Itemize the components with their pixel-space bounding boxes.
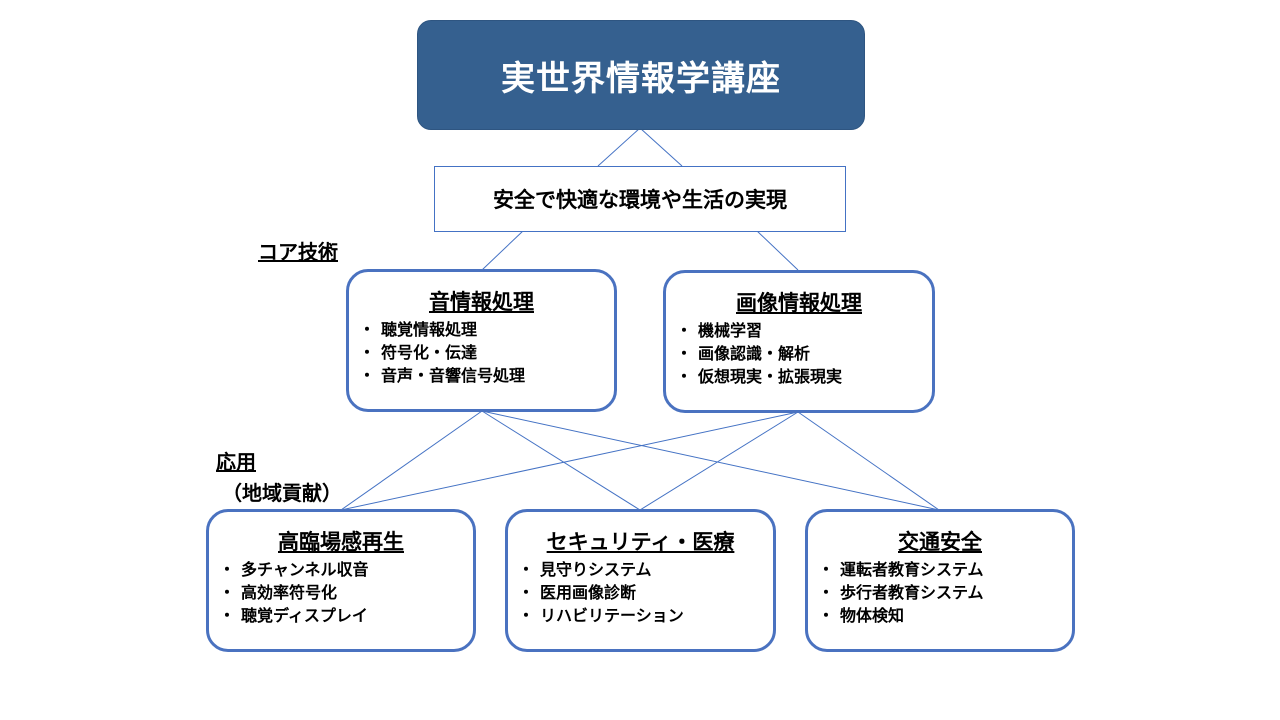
list-item: 音声・音響信号処理 [359,364,614,387]
list-item: 聴覚情報処理 [359,318,614,341]
core-box-title: 音情報処理 [429,290,534,314]
connector-sound-security [481,410,641,511]
core-box-image-processing: 画像情報処理 機械学習 画像認識・解析 仮想現実・拡張現実 [663,270,935,413]
connector-root-goal-right [639,127,683,167]
list-item: 聴覚ディスプレイ [219,604,473,627]
list-item: 医用画像診断 [518,581,773,604]
app-box-items: 見守りシステム 医用画像診断 リハビリテーション [508,558,773,627]
list-item: 多チャンネル収音 [219,558,473,581]
application-sub-label: （地域貢献） [222,481,342,505]
app-box-items: 多チャンネル収音 高効率符号化 聴覚ディスプレイ [209,558,473,627]
core-box-sound-processing: 音情報処理 聴覚情報処理 符号化・伝達 音声・音響信号処理 [346,269,617,412]
connector-sound-traffic [481,410,940,511]
connector-image-traffic [797,411,940,511]
list-item: リハビリテーション [518,604,773,627]
list-item: 仮想現実・拡張現実 [676,365,932,388]
application-label: 応用 [216,450,256,474]
app-box-title: 交通安全 [898,530,982,554]
core-box-items: 聴覚情報処理 符号化・伝達 音声・音響信号処理 [349,318,614,387]
list-item: 歩行者教育システム [818,581,1072,604]
list-item: 画像認識・解析 [676,342,932,365]
lab-title: 実世界情報学講座 [501,58,781,99]
list-item: 物体検知 [818,604,1072,627]
connector-root-goal-left [597,127,641,167]
connector-image-security [639,411,799,511]
connector-goal-sound [481,229,525,271]
core-technology-label: コア技術 [258,240,338,264]
app-box-realistic-reproduction: 高臨場感再生 多チャンネル収音 高効率符号化 聴覚ディスプレイ [206,509,476,652]
core-box-items: 機械学習 画像認識・解析 仮想現実・拡張現実 [666,319,932,388]
app-box-items: 運転者教育システム 歩行者教育システム 物体検知 [808,558,1072,627]
goal-box: 安全で快適な環境や生活の実現 [434,166,846,232]
core-box-title: 画像情報処理 [736,291,862,315]
app-box-security-medical: セキュリティ・医療 見守りシステム 医用画像診断 リハビリテーション [505,509,776,652]
lab-title-box: 実世界情報学講座 [417,20,865,130]
connector-goal-image [755,229,799,271]
list-item: 機械学習 [676,319,932,342]
list-item: 符号化・伝達 [359,341,614,364]
application-label-block: 応用 （地域貢献） [216,446,342,506]
connector-image-sensation [340,411,799,511]
list-item: 運転者教育システム [818,558,1072,581]
list-item: 見守りシステム [518,558,773,581]
connector-sound-sensation [340,410,483,511]
app-box-title: 高臨場感再生 [278,530,404,554]
app-box-title: セキュリティ・医療 [546,530,735,554]
list-item: 高効率符号化 [219,581,473,604]
goal-text: 安全で快適な環境や生活の実現 [493,188,787,212]
app-box-traffic-safety: 交通安全 運転者教育システム 歩行者教育システム 物体検知 [805,509,1075,652]
